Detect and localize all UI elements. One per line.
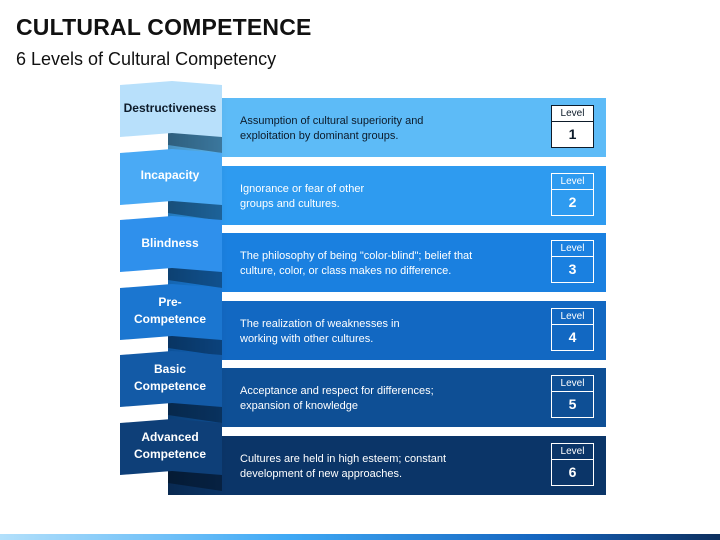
tab-face: [120, 351, 222, 407]
level-number: 2: [568, 193, 577, 210]
level-band: [168, 165, 606, 225]
level-number-box: Level 5: [551, 375, 594, 418]
level-name: Incapacity: [140, 168, 200, 182]
tab-shape: [120, 148, 222, 221]
tab-shape: [120, 418, 222, 491]
tab-face: [120, 81, 222, 137]
level-tab: Basic Competence: [120, 351, 222, 423]
level-name: Pre- Competence: [133, 294, 207, 326]
tab-fold: [168, 470, 222, 491]
level-number-box: Level 2: [551, 172, 594, 216]
level-description: The philosophy of being "color-blind"; b…: [240, 250, 473, 277]
tab-shape: [120, 216, 222, 288]
tab-face: [120, 148, 222, 205]
tab-face: [120, 418, 222, 475]
bottom-accent-bar: [0, 534, 720, 540]
level-number: 3: [568, 261, 577, 277]
level-number-box: Level 6: [551, 442, 594, 486]
tab-shape: [120, 351, 222, 423]
level-label: Level: [552, 241, 593, 257]
tab-fold: [168, 335, 222, 356]
tab-face: [120, 216, 222, 272]
level-description: Assumption of cultural superiority and e…: [240, 115, 424, 142]
level-name: Destructiveness: [123, 100, 217, 115]
level-band: [168, 98, 606, 157]
level-number-box: Level 3: [551, 240, 594, 283]
tab-fold: [168, 133, 222, 153]
level-name: Basic Competence: [133, 362, 207, 393]
page-subtitle: 6 Levels of Cultural Competency: [16, 49, 277, 69]
level-name: Advanced Competence: [133, 429, 207, 461]
level-band: [168, 435, 606, 495]
level-band: [168, 233, 606, 292]
level-tab: Incapacity: [120, 148, 222, 221]
level-label: Level: [552, 174, 593, 190]
level-number: 1: [552, 122, 593, 147]
level-label: Level: [552, 309, 593, 325]
level-description: The realization of weaknesses in working…: [240, 317, 400, 345]
level-label: Level: [552, 376, 593, 392]
level-band: [168, 300, 606, 360]
tab-fold: [168, 403, 222, 423]
level-description: Acceptance and respect for differences; …: [240, 385, 434, 412]
level-number: 6: [568, 463, 577, 480]
level-name: Blindness: [141, 235, 199, 250]
level-band: [168, 368, 606, 427]
level-number: 4: [568, 328, 577, 345]
level-description: Cultures are held in high esteem; consta…: [240, 452, 447, 480]
level-description: Ignorance or fear of other groups and cu…: [240, 182, 365, 210]
level-tab: Pre- Competence: [120, 283, 222, 356]
tab-fold: [168, 268, 222, 288]
tab-shape: [120, 81, 222, 153]
level-tab: Blindness: [120, 216, 222, 288]
level-tab: Advanced Competence: [120, 418, 222, 491]
level-label: Level: [552, 106, 593, 122]
tab-fold: [168, 200, 222, 221]
tab-face: [120, 283, 222, 340]
tab-shape: [120, 283, 222, 356]
level-number: 5: [568, 396, 577, 412]
level-label: Level: [552, 444, 593, 460]
page-title: CULTURAL COMPETENCE: [16, 14, 312, 40]
level-tab: Destructiveness: [120, 81, 222, 153]
level-number-box: Level 4: [551, 307, 594, 351]
